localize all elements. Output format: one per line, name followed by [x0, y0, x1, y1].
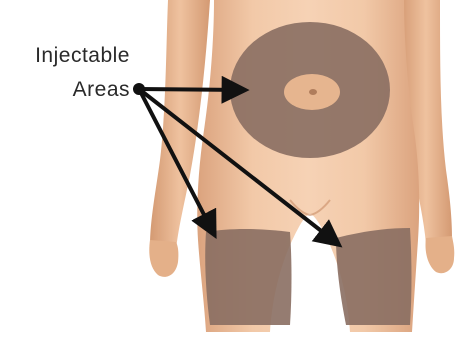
arrow-to-abdomen	[139, 89, 244, 90]
navel-icon	[309, 89, 317, 95]
label-line-areas: Areas	[8, 78, 130, 102]
left-thigh-injection-zone	[205, 229, 291, 325]
left-hand	[149, 240, 178, 277]
label-line-injectable: Injectable	[8, 44, 130, 68]
right-thigh-injection-zone	[336, 228, 412, 325]
right-hand	[425, 236, 454, 273]
